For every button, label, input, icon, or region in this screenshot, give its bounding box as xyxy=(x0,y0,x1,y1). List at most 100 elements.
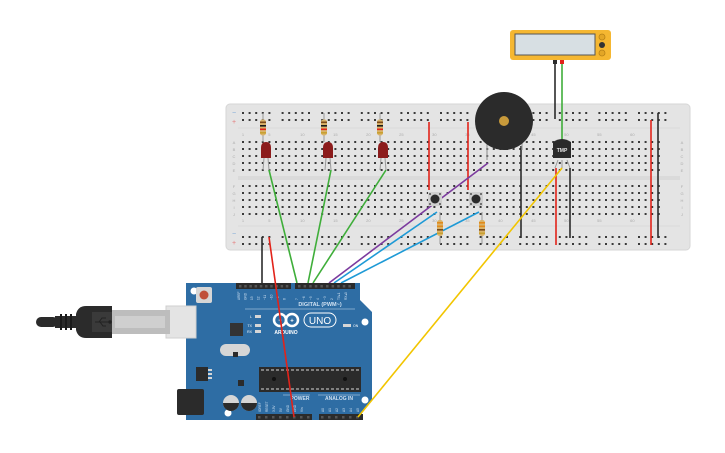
breadboard-hole[interactable] xyxy=(532,199,535,201)
breadboard-hole[interactable] xyxy=(354,162,357,164)
breadboard-hole[interactable] xyxy=(539,162,541,164)
breadboard-hole[interactable] xyxy=(591,185,594,187)
rail-hole[interactable] xyxy=(638,119,640,121)
breadboard-hole[interactable] xyxy=(275,206,277,208)
breadboard-hole[interactable] xyxy=(426,169,429,171)
breadboard-hole[interactable] xyxy=(440,206,442,208)
rail-hole[interactable] xyxy=(651,236,654,238)
breadboard-hole[interactable] xyxy=(433,169,436,171)
rail-hole[interactable] xyxy=(268,119,271,121)
header-pin[interactable] xyxy=(326,285,329,288)
header-pin[interactable] xyxy=(331,285,335,288)
breadboard-hole[interactable] xyxy=(334,206,337,208)
breadboard-hole[interactable] xyxy=(347,213,350,215)
rail-hole[interactable] xyxy=(545,236,548,238)
breadboard-hole[interactable] xyxy=(347,169,350,171)
breadboard-hole[interactable] xyxy=(545,141,548,143)
breadboard-hole[interactable] xyxy=(413,148,416,150)
rail-hole[interactable] xyxy=(532,119,535,121)
rail-hole[interactable] xyxy=(479,236,482,238)
breadboard-hole[interactable] xyxy=(631,206,634,208)
breadboard-hole[interactable] xyxy=(644,199,647,201)
breadboard-hole[interactable] xyxy=(618,141,621,143)
rail-hole[interactable] xyxy=(578,119,581,121)
breadboard-hole[interactable] xyxy=(558,192,561,194)
breadboard-hole[interactable] xyxy=(525,199,528,201)
breadboard-hole[interactable] xyxy=(327,206,330,208)
breadboard-hole[interactable] xyxy=(479,162,482,164)
breadboard-hole[interactable] xyxy=(321,206,324,208)
breadboard-hole[interactable] xyxy=(499,162,502,164)
rail-hole[interactable] xyxy=(558,236,561,238)
rail-hole[interactable] xyxy=(440,236,442,238)
breadboard-hole[interactable] xyxy=(453,169,456,171)
breadboard-hole[interactable] xyxy=(334,148,337,150)
breadboard-hole[interactable] xyxy=(301,169,304,171)
breadboard-hole[interactable] xyxy=(572,148,574,150)
breadboard-hole[interactable] xyxy=(525,192,528,194)
rail-hole[interactable] xyxy=(321,112,324,114)
breadboard-hole[interactable] xyxy=(631,192,634,194)
rail-hole[interactable] xyxy=(638,236,640,238)
breadboard-hole[interactable] xyxy=(413,162,416,164)
breadboard-hole[interactable] xyxy=(440,169,442,171)
breadboard-hole[interactable] xyxy=(433,185,436,187)
rail-hole[interactable] xyxy=(657,243,660,245)
breadboard-hole[interactable] xyxy=(578,155,581,157)
rail-hole[interactable] xyxy=(459,112,462,114)
breadboard-hole[interactable] xyxy=(466,199,469,201)
breadboard-hole[interactable] xyxy=(341,185,343,187)
breadboard-hole[interactable] xyxy=(413,199,416,201)
header-pin[interactable] xyxy=(272,416,275,419)
breadboard-hole[interactable] xyxy=(591,192,594,194)
breadboard-hole[interactable] xyxy=(288,169,291,171)
breadboard-hole[interactable] xyxy=(360,185,363,187)
breadboard-hole[interactable] xyxy=(525,213,528,215)
breadboard-hole[interactable] xyxy=(347,141,350,143)
breadboard-hole[interactable] xyxy=(281,141,284,143)
breadboard-hole[interactable] xyxy=(545,162,548,164)
rail-hole[interactable] xyxy=(334,243,337,245)
pushbutton-cap[interactable] xyxy=(430,194,440,204)
breadboard-hole[interactable] xyxy=(572,185,574,187)
rail-hole[interactable] xyxy=(664,243,667,245)
header-pin[interactable] xyxy=(265,416,268,419)
breadboard-hole[interactable] xyxy=(387,148,390,150)
breadboard-hole[interactable] xyxy=(453,162,456,164)
breadboard-hole[interactable] xyxy=(446,169,449,171)
breadboard-hole[interactable] xyxy=(611,155,614,157)
breadboard-hole[interactable] xyxy=(327,169,330,171)
breadboard-hole[interactable] xyxy=(473,148,475,150)
rail-hole[interactable] xyxy=(466,112,469,114)
rail-hole[interactable] xyxy=(248,236,251,238)
rail-hole[interactable] xyxy=(624,236,627,238)
rail-hole[interactable] xyxy=(618,243,621,245)
rail-hole[interactable] xyxy=(664,119,667,121)
breadboard-hole[interactable] xyxy=(638,213,640,215)
breadboard-hole[interactable] xyxy=(393,162,396,164)
breadboard-hole[interactable] xyxy=(479,155,482,157)
rail-hole[interactable] xyxy=(539,236,541,238)
breadboard-hole[interactable] xyxy=(598,141,601,143)
breadboard-hole[interactable] xyxy=(638,199,640,201)
wires[interactable] xyxy=(261,64,659,284)
breadboard-hole[interactable] xyxy=(275,213,277,215)
rail-hole[interactable] xyxy=(605,236,607,238)
breadboard-hole[interactable] xyxy=(585,199,588,201)
rail-hole[interactable] xyxy=(605,119,607,121)
rail-hole[interactable] xyxy=(334,119,337,121)
breadboard-hole[interactable] xyxy=(341,155,343,157)
breadboard-hole[interactable] xyxy=(393,206,396,208)
breadboard-hole[interactable] xyxy=(624,192,627,194)
wire-blue[interactable] xyxy=(333,211,438,284)
rail-hole[interactable] xyxy=(624,112,627,114)
breadboard-hole[interactable] xyxy=(354,185,357,187)
rail-hole[interactable] xyxy=(539,243,541,245)
pushbutton-cap[interactable] xyxy=(471,194,481,204)
breadboard-hole[interactable] xyxy=(433,155,436,157)
breadboard-hole[interactable] xyxy=(367,141,370,143)
breadboard-hole[interactable] xyxy=(631,199,634,201)
breadboard-hole[interactable] xyxy=(360,213,363,215)
breadboard-hole[interactable] xyxy=(479,185,482,187)
